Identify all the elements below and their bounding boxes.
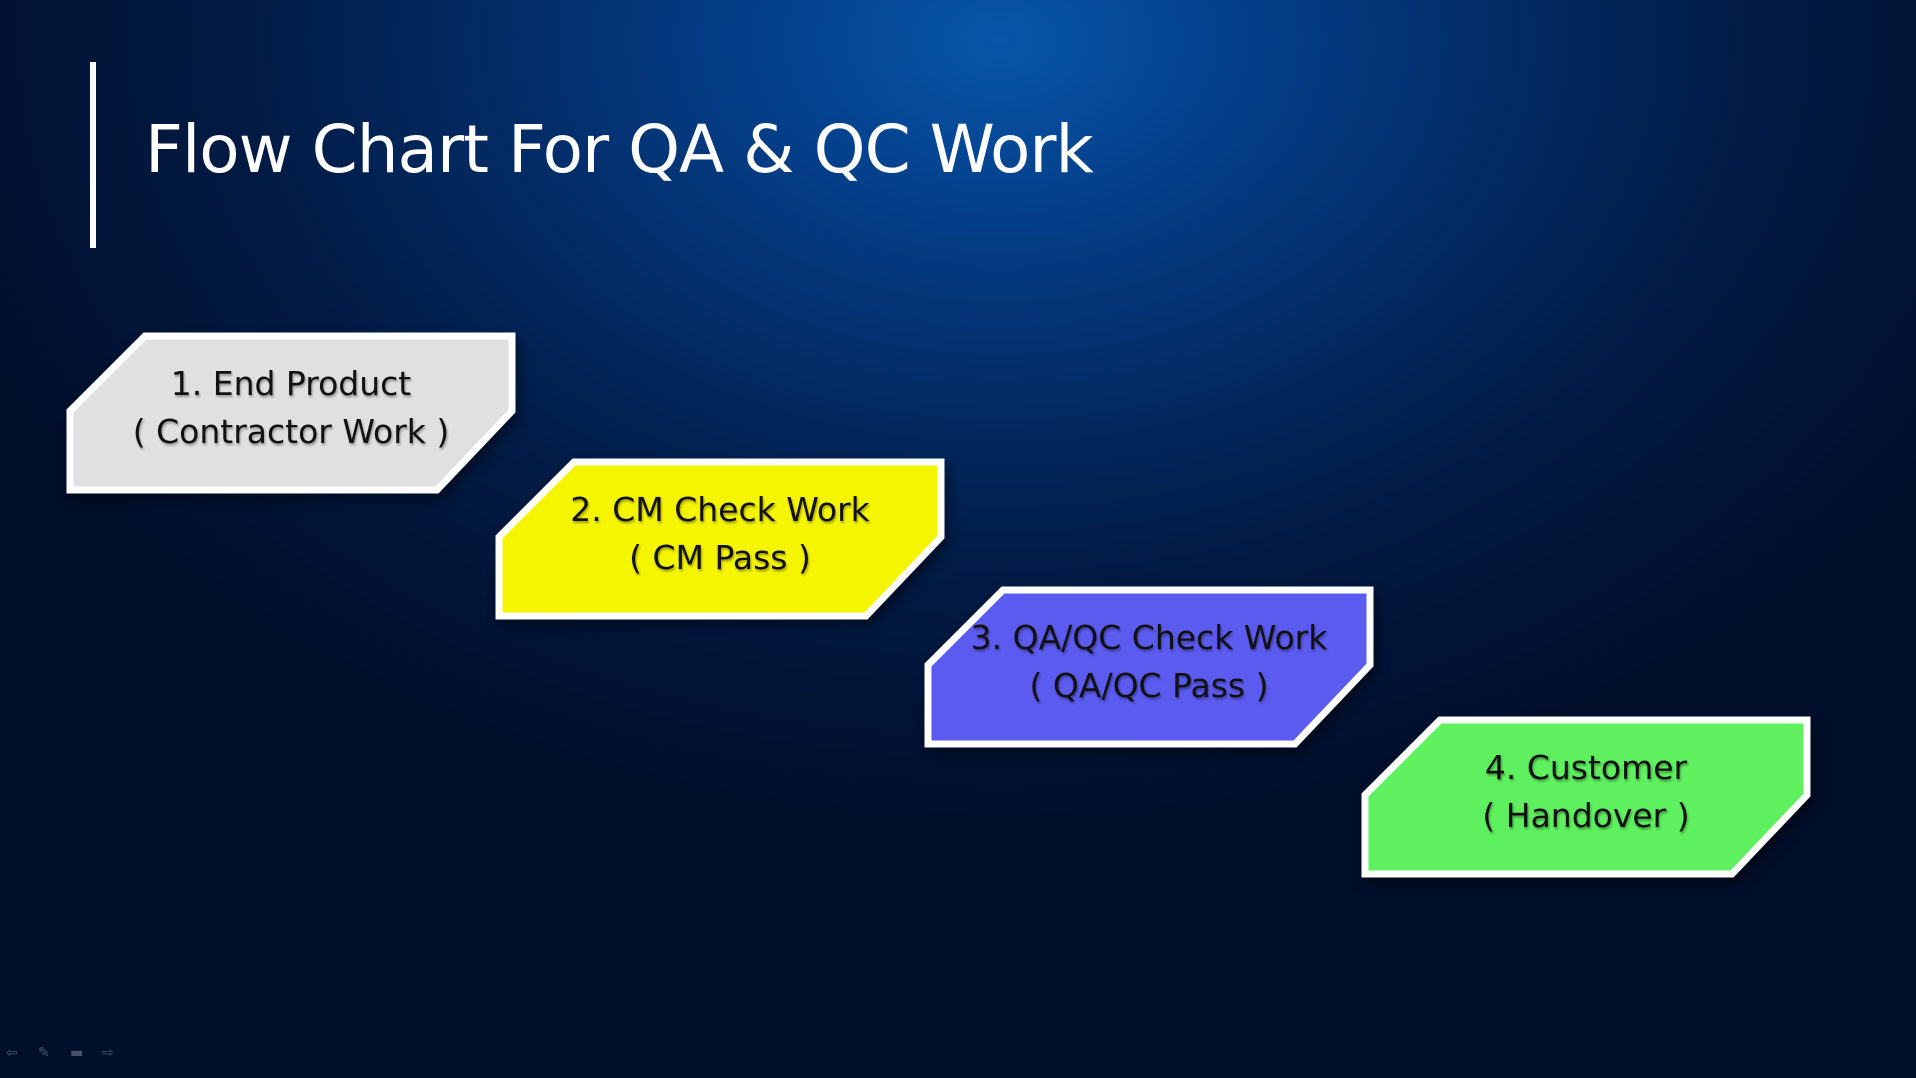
slideshow-nav: ⇦ ✎ ▬ ⇨ [6,1046,120,1060]
flow-step-1: 1. End Product ( Contractor Work ) [66,332,516,494]
flow-step-4: 4. Customer ( Handover ) [1361,716,1811,878]
step-1-shape [66,332,516,494]
step-1-title: 1. End Product [170,364,412,403]
step-3-subtitle: ( QA/QC Pass ) [1029,666,1269,705]
slides-icon[interactable]: ▬ [70,1045,84,1061]
step-1-label: 1. End Product ( Contractor Work ) [100,360,482,456]
step-2-subtitle: ( CM Pass ) [629,538,811,577]
flow-step-3: 3. QA/QC Check Work ( QA/QC Pass ) [924,586,1374,748]
step-3-label: 3. QA/QC Check Work ( QA/QC Pass ) [958,614,1340,710]
step-1-subtitle: ( Contractor Work ) [132,412,450,451]
pen-icon[interactable]: ✎ [38,1045,50,1061]
step-2-title: 2. CM Check Work [570,490,870,529]
step-2-shape [495,458,945,620]
step-4-shape [1361,716,1811,878]
title-accent-bar [90,62,96,248]
step-4-subtitle: ( Handover ) [1482,796,1690,835]
step-4-label: 4. Customer ( Handover ) [1395,744,1777,840]
slide-title: Flow Chart For QA & QC Work [145,111,1094,188]
step-3-title: 3. QA/QC Check Work [970,618,1328,657]
step-2-label: 2. CM Check Work ( CM Pass ) [529,486,911,582]
back-arrow-icon[interactable]: ⇦ [6,1045,18,1061]
step-3-shape [924,586,1374,748]
flow-step-2: 2. CM Check Work ( CM Pass ) [495,458,945,620]
step-4-title: 4. Customer [1484,748,1688,787]
forward-arrow-icon[interactable]: ⇨ [102,1045,114,1061]
